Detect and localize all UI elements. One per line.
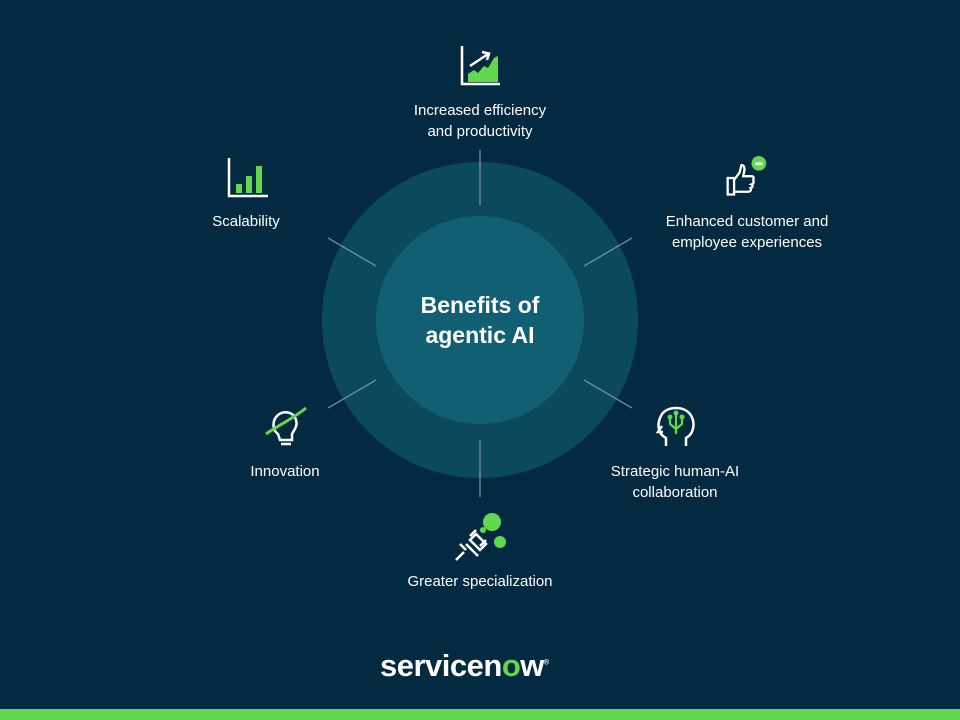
benefit-label: Increased efficiency [413, 102, 547, 119]
benefit-label: Strategic human-AI [610, 463, 740, 480]
bottom-accent-bar [0, 709, 960, 720]
plug-icon [455, 513, 506, 561]
title-line: agentic AI [425, 322, 535, 348]
logo-o: o [501, 648, 521, 683]
center-title: Benefits of agentic AI [376, 290, 584, 350]
human-ai-head-icon [655, 406, 695, 446]
thumbs-up-chat-icon [726, 156, 767, 196]
benefit-scalability: Scalability [126, 211, 366, 232]
benefit-efficiency: Increased efficiency and productivity [360, 100, 600, 142]
benefit-label: employee experiences [671, 234, 823, 251]
benefit-label: Enhanced customer and [665, 213, 829, 230]
servicenow-logo: servicenow® [380, 648, 549, 684]
connector-line [583, 379, 633, 409]
benefit-specialization: Greater specialization [360, 571, 600, 592]
inner-circle [376, 216, 584, 424]
title-line: Benefits of [420, 292, 540, 318]
benefit-collaboration: Strategic human-AI collaboration [555, 461, 795, 503]
logo-text: servicen [380, 648, 502, 683]
connector-line [327, 379, 377, 409]
benefit-label: Innovation [250, 463, 320, 480]
benefit-label: collaboration [632, 484, 718, 501]
lightbulb-icon [265, 406, 307, 446]
benefit-experiences: Enhanced customer and employee experienc… [627, 211, 867, 253]
logo-text: w [520, 648, 544, 683]
bar-chart-icon [227, 158, 268, 198]
benefit-label: Greater specialization [407, 573, 553, 590]
registered-mark: ® [543, 659, 549, 667]
benefit-label: Scalability [212, 213, 280, 230]
connector-line [583, 237, 633, 267]
chart-growth-icon [460, 46, 500, 86]
connector-line [327, 237, 377, 267]
benefit-innovation: Innovation [165, 461, 405, 482]
benefit-label: and productivity [427, 123, 533, 140]
